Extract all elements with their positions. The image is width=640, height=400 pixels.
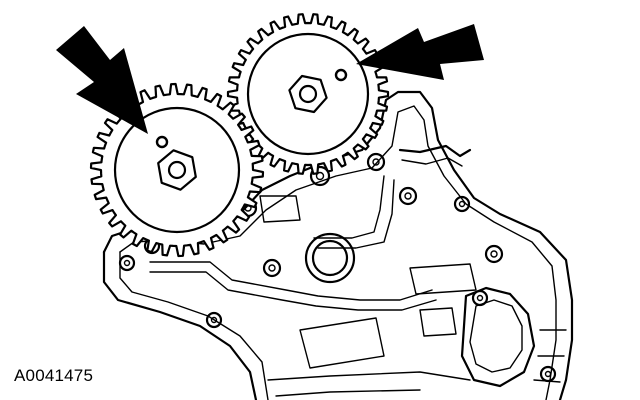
left-sprocket-nut bbox=[157, 149, 197, 191]
bolt-hole bbox=[398, 186, 418, 206]
bolt-hole bbox=[453, 195, 471, 213]
bolt-hole bbox=[366, 152, 386, 172]
left-timing-mark bbox=[155, 135, 169, 149]
bolt-hole bbox=[484, 244, 504, 264]
engine-block bbox=[102, 90, 574, 400]
bolt-hole bbox=[471, 289, 489, 307]
left-camshaft-sprocket bbox=[89, 82, 265, 258]
lower-right-bracket bbox=[460, 286, 536, 388]
right-sprocket-hub-ring bbox=[246, 32, 370, 156]
pad-upper-right-inner bbox=[401, 157, 463, 167]
right-camshaft-sprocket bbox=[226, 13, 390, 175]
bolt-hole bbox=[309, 165, 331, 187]
crankshaft-seal bbox=[304, 232, 356, 284]
cover-inner-lower bbox=[119, 251, 269, 400]
lower-right-bracket-inner bbox=[469, 299, 523, 373]
bolt-hole bbox=[262, 258, 282, 278]
pad-upper-right bbox=[398, 144, 472, 158]
rib-2 bbox=[149, 271, 437, 311]
boss-3 bbox=[409, 263, 477, 295]
bolt-hole bbox=[539, 365, 557, 383]
left-sprocket-hub-ring bbox=[113, 106, 241, 234]
boss-1 bbox=[259, 195, 301, 223]
bolt-hole bbox=[205, 311, 223, 329]
rib-1 bbox=[149, 261, 433, 301]
cover-lower-edge bbox=[102, 250, 258, 400]
bottom-frame bbox=[267, 371, 471, 397]
boss-2 bbox=[299, 317, 385, 369]
channel-vertical bbox=[313, 175, 385, 239]
left-arrow bbox=[56, 26, 148, 134]
right-arrow bbox=[356, 24, 484, 80]
boss-4 bbox=[419, 307, 457, 337]
right-timing-mark bbox=[334, 68, 348, 82]
right-sprocket-nut bbox=[288, 74, 328, 114]
cover-inner-contour bbox=[119, 105, 557, 400]
figure-id-label: A0041475 bbox=[14, 366, 94, 385]
bolt-hole bbox=[118, 254, 136, 272]
